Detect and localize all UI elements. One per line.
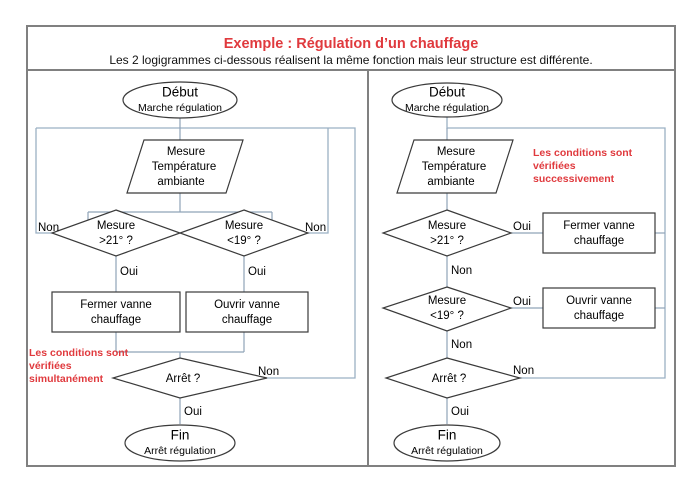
left-conn-process-to-stop bbox=[115, 332, 245, 358]
right-end-title: Fin bbox=[438, 428, 457, 443]
left-decision-below19-line2: <19° ? bbox=[227, 235, 261, 247]
left-process-open-line2: chauffage bbox=[222, 314, 272, 326]
right-decision-above21 bbox=[381, 209, 513, 257]
left-note-line2: vérifiées bbox=[29, 360, 72, 372]
right-process-open-line2: chauffage bbox=[574, 310, 624, 322]
left-edge-right-no: Non bbox=[305, 222, 326, 234]
left-flowchart: Début Marche régulation Mesure Températu… bbox=[29, 81, 356, 462]
left-process-open-valve bbox=[185, 291, 309, 333]
right-edge-dec2-yes: Oui bbox=[513, 296, 531, 308]
right-end-subtitle: Arrêt régulation bbox=[411, 445, 483, 457]
left-start-node bbox=[122, 81, 238, 119]
left-input-line2: Température bbox=[152, 161, 217, 173]
left-loop-return-path bbox=[36, 127, 356, 379]
right-note-line2: vérifiées bbox=[533, 160, 576, 172]
left-note-line3: simultanément bbox=[29, 373, 104, 385]
right-loop-return-path bbox=[446, 113, 666, 379]
right-input-node bbox=[396, 139, 514, 194]
left-edge-stop-yes: Oui bbox=[184, 406, 202, 418]
right-start-node bbox=[391, 82, 503, 118]
left-end-title: Fin bbox=[171, 428, 190, 443]
left-input-node bbox=[126, 139, 244, 194]
left-start-subtitle: Marche régulation bbox=[138, 102, 222, 114]
left-edge-stop-no: Non bbox=[258, 366, 279, 378]
left-decision-above21 bbox=[50, 209, 182, 257]
right-edge-dec2-no: Non bbox=[451, 339, 472, 351]
left-end-node bbox=[124, 424, 236, 462]
right-input-line3: ambiante bbox=[427, 176, 474, 188]
page-subtitle: Les 2 logigrammes ci-dessous réalisent l… bbox=[109, 53, 592, 67]
right-process-open-valve bbox=[542, 287, 656, 329]
right-end-node bbox=[393, 424, 501, 462]
right-decision-below19 bbox=[381, 286, 513, 332]
left-edge-left-no: Non bbox=[38, 222, 59, 234]
right-process-close-line1: Fermer vanne bbox=[563, 220, 635, 232]
right-edge-stop-yes: Oui bbox=[451, 406, 469, 418]
left-loop-left-branch bbox=[35, 128, 88, 234]
right-decision-above21-line2: >21° ? bbox=[430, 235, 464, 247]
left-input-line1: Mesure bbox=[167, 146, 205, 158]
left-edge-right-yes: Oui bbox=[248, 266, 266, 278]
page-title: Exemple : Régulation d’un chauffage bbox=[224, 36, 479, 52]
left-decision-above21-line1: Mesure bbox=[97, 220, 135, 232]
left-decision-stop bbox=[110, 357, 268, 399]
right-input-line2: Température bbox=[422, 161, 487, 173]
left-conn-input-to-decisions bbox=[87, 193, 273, 233]
right-decision-below19-line1: Mesure bbox=[428, 295, 466, 307]
left-process-open-line1: Ouvrir vanne bbox=[214, 299, 280, 311]
left-start-title: Début bbox=[162, 85, 198, 100]
right-flowchart: Début Marche régulation Mesure Températu… bbox=[381, 82, 666, 462]
right-decision-below19-line2: <19° ? bbox=[430, 310, 464, 322]
right-note-line3: successivement bbox=[533, 173, 615, 185]
left-input-line3: ambiante bbox=[157, 176, 204, 188]
right-process-open-line1: Ouvrir vanne bbox=[566, 295, 632, 307]
right-note-line1: Les conditions sont bbox=[533, 147, 633, 159]
left-process-close-line2: chauffage bbox=[91, 314, 141, 326]
right-decision-above21-line1: Mesure bbox=[428, 220, 466, 232]
left-decision-stop-label: Arrêt ? bbox=[166, 373, 201, 385]
left-decision-above21-line2: >21° ? bbox=[99, 235, 133, 247]
left-end-subtitle: Arrêt régulation bbox=[144, 445, 216, 457]
outer-frame bbox=[26, 25, 676, 467]
right-start-subtitle: Marche régulation bbox=[405, 102, 489, 114]
right-decision-stop bbox=[384, 357, 523, 399]
left-note-line1: Les conditions sont bbox=[29, 347, 129, 359]
left-edge-left-yes: Oui bbox=[120, 266, 138, 278]
right-start-title: Début bbox=[429, 85, 465, 100]
right-edge-stop-no: Non bbox=[513, 365, 534, 377]
right-edge-dec1-yes: Oui bbox=[513, 221, 531, 233]
left-decision-below19 bbox=[178, 209, 310, 257]
right-input-line1: Mesure bbox=[437, 146, 475, 158]
right-decision-stop-label: Arrêt ? bbox=[432, 373, 467, 385]
left-process-close-valve bbox=[51, 291, 181, 333]
left-loop-right-branch bbox=[300, 128, 329, 234]
left-process-close-line1: Fermer vanne bbox=[80, 299, 152, 311]
left-decision-below19-line1: Mesure bbox=[225, 220, 263, 232]
right-process-close-valve bbox=[542, 212, 656, 254]
right-edge-dec1-no: Non bbox=[451, 265, 472, 277]
right-process-close-line2: chauffage bbox=[574, 235, 624, 247]
